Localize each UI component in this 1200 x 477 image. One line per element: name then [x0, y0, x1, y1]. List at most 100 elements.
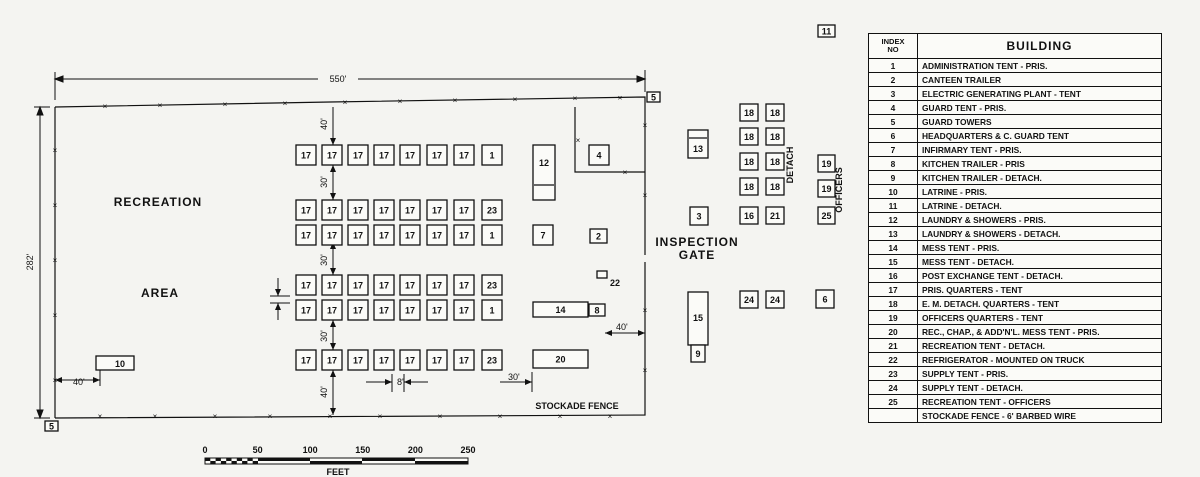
fence-x-marks: ×××××××××××××××××××××××××××××××: [53, 93, 648, 421]
scale-tick-label: 100: [303, 445, 318, 455]
legend-index: 4: [868, 100, 918, 115]
scale-checker-cell: [205, 458, 211, 461]
building-outline: [453, 299, 475, 321]
recreation-label: RECREATION: [114, 195, 202, 209]
building-number: 19: [821, 184, 831, 194]
building-outline: [321, 299, 343, 321]
building-number: 23: [487, 206, 497, 216]
building-outline: [739, 127, 759, 146]
building-number: 17: [459, 206, 469, 216]
building-outline: [347, 224, 369, 246]
building-outline: [765, 290, 785, 309]
fence-x-mark: ×: [328, 412, 333, 421]
legend-building-name: MESS TENT - PRIS.: [917, 240, 1162, 255]
fence-x-mark: ×: [153, 412, 158, 421]
fence-x-mark: ×: [398, 97, 403, 106]
legend-building-name: INFIRMARY TENT - PRIS.: [917, 142, 1162, 157]
legend-index: 7: [868, 142, 918, 157]
building-outline: [765, 152, 785, 171]
building-number: 3: [696, 212, 701, 222]
legend-building-name: GUARD TENT - PRIS.: [917, 100, 1162, 115]
scale-unit: FEET: [326, 467, 350, 477]
building-number: 17: [379, 151, 389, 161]
building-outline: [95, 355, 135, 371]
building-outline: [399, 274, 421, 296]
legend-index: 17: [868, 282, 918, 297]
area-label: AREA: [141, 286, 179, 300]
dim-30-c: 30': [319, 330, 329, 342]
building-number: 17: [405, 356, 415, 366]
legend-index: 24: [868, 380, 918, 395]
building-outline: [347, 199, 369, 221]
fence-x-mark: ×: [453, 96, 458, 105]
building-number: 17: [301, 231, 311, 241]
building-outline: [426, 199, 448, 221]
building-number: 17: [327, 306, 337, 316]
fence-x-mark: ×: [513, 95, 518, 104]
fence-x-mark: ×: [558, 412, 563, 421]
building-number: 17: [459, 281, 469, 291]
building-number: 17: [301, 356, 311, 366]
legend-index: 3: [868, 86, 918, 101]
building-number: 18: [744, 108, 754, 118]
fence-x-mark: ×: [53, 256, 58, 265]
building-number: 17: [405, 231, 415, 241]
legend-index: 6: [868, 128, 918, 143]
building-outline: [588, 303, 606, 317]
scale-checker-cell: [231, 461, 237, 464]
dim-8: 8': [397, 377, 404, 387]
scale-checker: [205, 458, 258, 464]
legend-building-header: BUILDING: [917, 33, 1162, 59]
building-outline: [373, 299, 395, 321]
building-number: 17: [353, 206, 363, 216]
building-number: 17: [405, 306, 415, 316]
legend-index: 11: [868, 198, 918, 213]
building-outline: [399, 299, 421, 321]
fence-x-mark: ×: [53, 146, 58, 155]
fence-x-mark: ×: [618, 93, 623, 102]
stockade-fence-label: STOCKADE FENCE: [535, 401, 618, 411]
legend-building-name: ELECTRIC GENERATING PLANT - TENT: [917, 86, 1162, 101]
building-number: 24: [744, 295, 754, 305]
legend-index: 5: [868, 114, 918, 129]
building-outline: [739, 177, 759, 196]
building-outline: [765, 127, 785, 146]
building-outline: [532, 301, 589, 318]
scale-checker-cell: [215, 458, 221, 461]
legend-index: 20: [868, 324, 918, 339]
building-outline: [321, 224, 343, 246]
fence-x-mark: ×: [223, 100, 228, 109]
building-outline: [817, 154, 836, 173]
site-plan: ××××××××××××××××××××××××××××××× 550' 282…: [25, 24, 844, 477]
legend-index: 16: [868, 268, 918, 283]
building-number: 17: [459, 151, 469, 161]
legend-building-name: SUPPLY TENT - PRIS.: [917, 366, 1162, 381]
building-number: 17: [353, 306, 363, 316]
legend-row: STOCKADE FENCE - 6' BARBED WIRE: [868, 408, 1162, 423]
legend-building-name: POST EXCHANGE TENT - DETACH.: [917, 268, 1162, 283]
legend-building-name: RECREATION TENT - DETACH.: [917, 338, 1162, 353]
fence-x-mark: ×: [643, 366, 648, 375]
legend-index: 15: [868, 254, 918, 269]
building-outline: [399, 199, 421, 221]
building-outline: [321, 349, 343, 371]
building-number: 17: [327, 231, 337, 241]
building-outline: [373, 349, 395, 371]
building-outline: [817, 24, 836, 38]
building-outline: [321, 199, 343, 221]
scale-tick-label: 150: [355, 445, 370, 455]
scale-checker-cell: [252, 461, 258, 464]
building-outline: [295, 144, 317, 166]
building-number: 19: [821, 159, 831, 169]
scale-checker-cell: [236, 458, 243, 461]
